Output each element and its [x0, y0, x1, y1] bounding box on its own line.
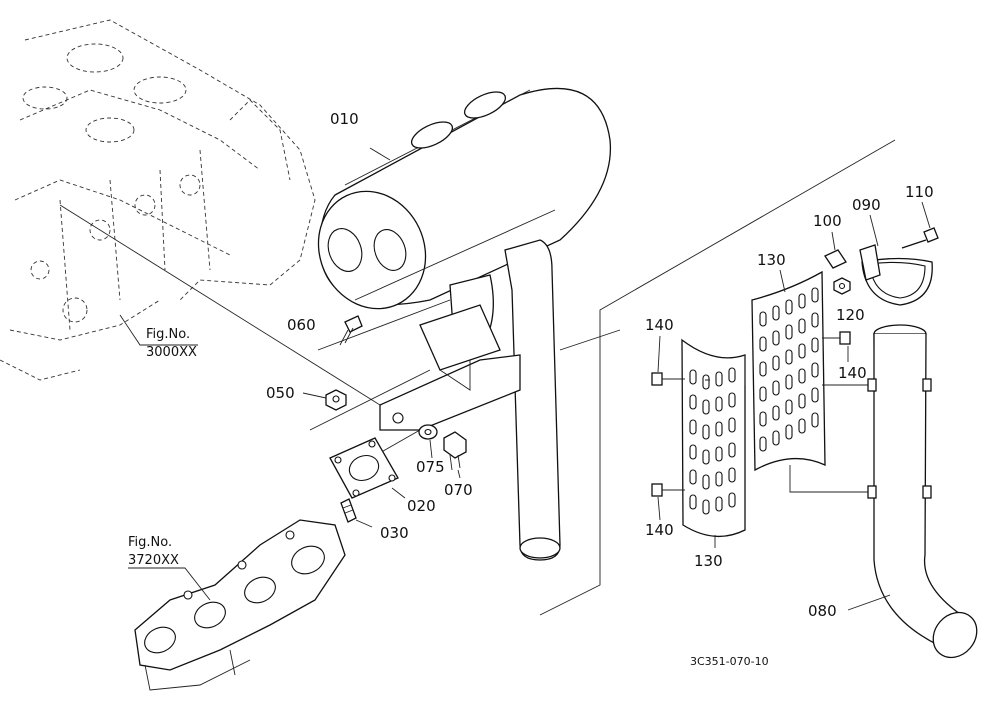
- part-020-gasket: [329, 437, 399, 499]
- leader-010: [369, 147, 391, 161]
- fig-ref-number-3000: 3000XX: [146, 345, 197, 360]
- leader-080: [847, 594, 891, 611]
- leader-100: [831, 231, 836, 251]
- part-070-bolt: [443, 431, 467, 471]
- drawing-code: 3C351-070-10: [690, 655, 769, 668]
- label-070: 070: [444, 481, 473, 499]
- label-140-lower-left: 140: [645, 521, 674, 539]
- label-110: 110: [905, 183, 934, 201]
- leader-140-upper-left: [657, 335, 661, 373]
- engine-block-outline: [0, 19, 316, 381]
- part-060-stud: [339, 315, 363, 346]
- leader-090: [869, 214, 879, 247]
- label-075: 075: [416, 458, 445, 476]
- part-030-stud: [340, 498, 357, 523]
- leader-130-upper: [779, 269, 786, 293]
- connector-lines: [705, 355, 868, 493]
- leader-140-lower-left: [657, 496, 661, 521]
- leader-030: [355, 519, 373, 528]
- fig-ref-leader-3720: [128, 567, 211, 601]
- part-140-bolt-upper-left: [651, 372, 685, 386]
- fig-ref-title-3720: Fig.No.: [128, 535, 172, 550]
- label-130-upper: 130: [757, 251, 786, 269]
- heat-shield-front: [681, 338, 746, 538]
- heat-shield-rear: [751, 270, 826, 472]
- part-120-nut: [833, 277, 851, 295]
- part-050-nut: [325, 389, 347, 411]
- leader-020: [391, 487, 406, 499]
- part-090-clamp: [859, 244, 933, 306]
- explode-guide-lines: [309, 299, 621, 471]
- muffler: [317, 87, 612, 561]
- label-050: 050: [266, 384, 295, 402]
- fig-ref-title-3000: Fig.No.: [146, 327, 190, 342]
- label-060: 060: [287, 316, 316, 334]
- label-020: 020: [407, 497, 436, 515]
- fig-ref-leader-3000: [119, 314, 198, 346]
- label-120: 120: [836, 306, 865, 324]
- label-030: 030: [380, 524, 409, 542]
- heat-shield-front-slots: [689, 367, 736, 515]
- leader-070: [457, 469, 461, 479]
- fig-ref-number-3720: 3720XX: [128, 553, 179, 568]
- leader-075: [429, 439, 433, 459]
- leader-engine-line: [59, 204, 421, 431]
- label-130-lower: 130: [694, 552, 723, 570]
- heat-shield-rear-slots: [759, 287, 819, 452]
- leader-110: [921, 201, 931, 229]
- leader-050: [302, 392, 327, 399]
- part-140-bolt-right: [822, 331, 851, 345]
- exhaust-manifold: [134, 519, 346, 691]
- part-100-spacer: [824, 249, 847, 269]
- part-140-bolt-lower-left: [651, 483, 685, 497]
- label-010: 010: [330, 110, 359, 128]
- label-140-right: 140: [838, 364, 867, 382]
- inset-frame: [539, 139, 896, 616]
- label-090: 090: [852, 196, 881, 214]
- part-080-exhaust-pipe: [867, 324, 978, 659]
- part-075-washer: [418, 424, 438, 440]
- label-140-upper-left: 140: [645, 316, 674, 334]
- label-100: 100: [813, 212, 842, 230]
- label-080: 080: [808, 602, 837, 620]
- part-110-bolt: [901, 227, 939, 249]
